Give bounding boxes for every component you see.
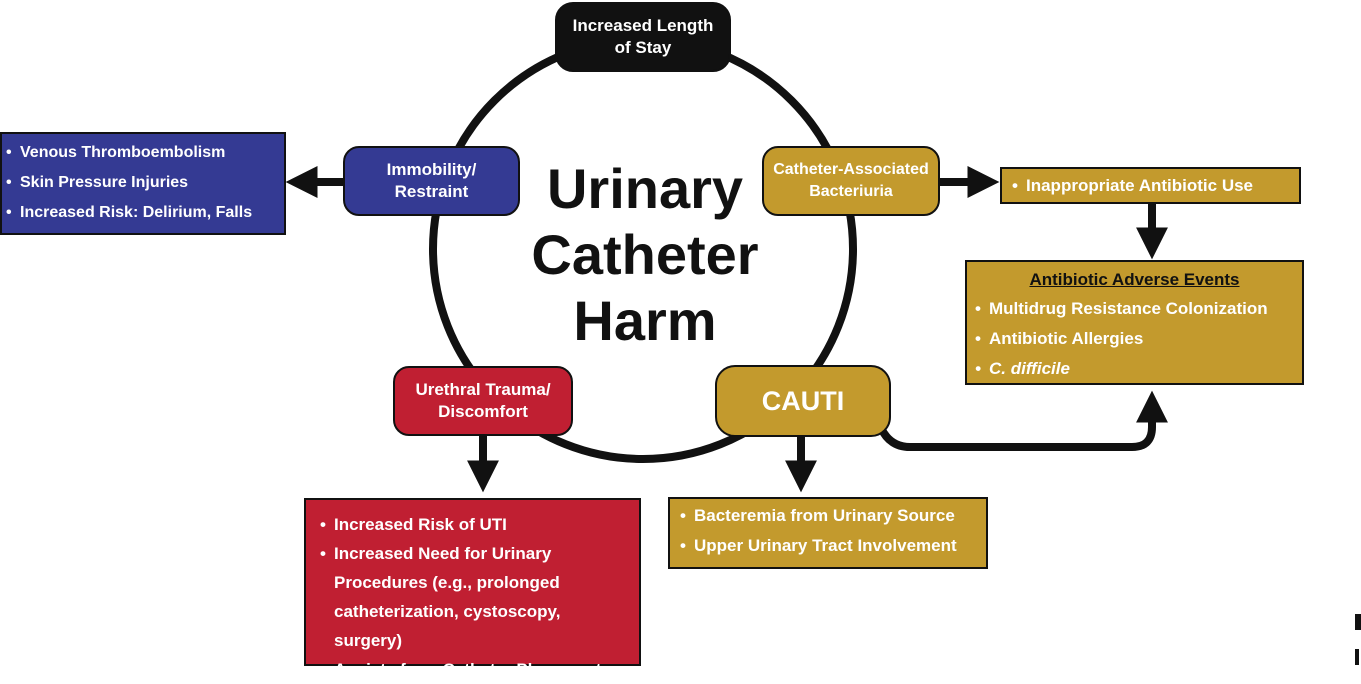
effect-item: C. difficile (975, 354, 1294, 384)
node-label: of Stay (614, 38, 672, 57)
node-catheter-associated-bacteriuria: Catheter-Associated Bacteriuria (762, 146, 940, 216)
center-title: Urinary Catheter Harm (500, 156, 790, 354)
node-cauti: CAUTI (715, 365, 891, 437)
box-antibiotic-adverse-events: Antibiotic Adverse Events Multidrug Resi… (965, 260, 1304, 385)
node-label: Immobility/ (386, 160, 477, 179)
node-label: Bacteriuria (809, 183, 893, 200)
arrow-cauti-to-adverse-events (877, 390, 1168, 451)
node-label: Restraint (394, 182, 469, 201)
effect-item: Inappropriate Antibiotic Use (1012, 173, 1289, 199)
box-urethral-effects: Increased Risk of UTI Increased Need for… (304, 498, 641, 679)
effect-item: Venous Thromboembolism (6, 138, 280, 168)
node-label: Catheter-Associated (773, 161, 929, 178)
node-immobility-restraint: Immobility/ Restraint (343, 146, 520, 216)
edge-mark (1355, 649, 1359, 665)
node-label: CAUTI (761, 386, 845, 416)
effect-item: Increased Risk: Delirium, Falls (6, 198, 280, 228)
effect-item: Multidrug Resistance Colonization (975, 294, 1294, 324)
effect-item: Increased Need for Urinary Procedures (e… (320, 539, 631, 655)
box-inappropriate-antibiotic-use: Inappropriate Antibiotic Use (1000, 167, 1301, 204)
effect-item: Increased Risk of UTI (320, 510, 631, 539)
box-immobility-effects: Venous Thromboembolism Skin Pressure Inj… (0, 132, 286, 235)
effect-item: Antibiotic Allergies (975, 324, 1294, 354)
box-cauti-effects: Bacteremia from Urinary Source Upper Uri… (668, 497, 988, 569)
effect-item: Anxiety from Catheter Placement (320, 655, 631, 684)
effect-item: Upper Urinary Tract Involvement (680, 531, 976, 561)
center-title-line: Harm (573, 289, 717, 352)
box-heading: Antibiotic Adverse Events (1029, 270, 1240, 289)
center-title-line: Catheter (531, 223, 759, 286)
node-urethral-trauma-discomfort: Urethral Trauma/ Discomfort (393, 366, 573, 436)
node-label: Urethral Trauma/ (415, 380, 551, 399)
effect-item: Bacteremia from Urinary Source (680, 501, 976, 531)
edge-mark (1355, 614, 1361, 630)
center-title-line: Urinary (546, 157, 744, 220)
effect-item: Skin Pressure Injuries (6, 168, 280, 198)
node-increased-length-of-stay: Increased Length of Stay (555, 2, 731, 72)
node-label: Increased Length (572, 16, 714, 35)
node-label: Discomfort (438, 402, 528, 421)
